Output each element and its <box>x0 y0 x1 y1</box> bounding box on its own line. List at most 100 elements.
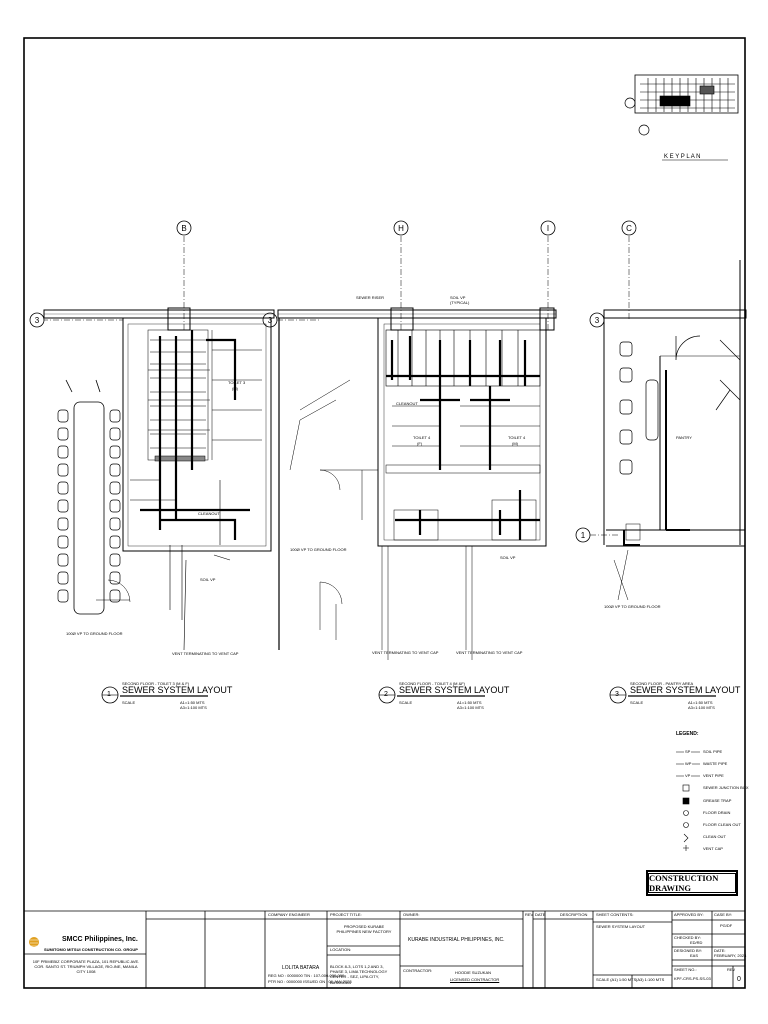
location-header: LOCATION: <box>330 947 352 952</box>
engineer-ptr-no: PTR NO : 0000000 ISSUED ON : 00 JAN 2023 <box>268 979 352 984</box>
view2-title: SEWER SYSTEM LAYOUT <box>399 685 510 695</box>
legend-item-floor-drain: FLOOR DRAIN <box>703 810 731 815</box>
legend-title: LEGEND: <box>676 731 699 737</box>
approved-by-header: APPROVED BY: <box>674 912 704 917</box>
legend-symbols <box>676 751 700 851</box>
plan2-toilet4m-label: TOILET 4 <box>508 435 526 440</box>
grid-bubble-3-a: 3 <box>35 316 40 325</box>
plan2-soil-vp-label-b: SOIL VP <box>500 555 516 560</box>
plan2-soil-vp-label: SOIL VP <box>450 295 466 300</box>
plan2-toilet4m-sub: (M) <box>512 441 518 446</box>
view1-scale-label: SCALE <box>122 700 136 705</box>
plan2-typical-label: (TYPICAL) <box>450 300 470 305</box>
plan1-toilet3-label: TOILET 3 <box>228 380 246 385</box>
plan3-pantry-label: PANTRY <box>676 435 692 440</box>
grid-bubble-3-b: 3 <box>268 316 273 325</box>
key-plan: K E Y P L A N <box>624 74 739 161</box>
grid-bubble-h: H <box>398 224 404 233</box>
checked-by-header: CHECKED BY: <box>674 935 701 940</box>
legend-sym-wp: WP <box>684 761 693 766</box>
owner-name: KURABE INDUSTRIAL PHILIPPINES, INC. <box>408 937 505 943</box>
sheet-contents-header: SHEET CONTENTS: <box>596 912 634 917</box>
view2-scale-a1: A1=1:50 MTS <box>457 700 482 705</box>
legend-item-grease-trap: GREASE TRAP <box>703 798 732 803</box>
legend-item-clean-out: CLEAN OUT <box>703 834 726 839</box>
plan2-toilet4f-sub: (F) <box>417 441 423 446</box>
legend-item-soil-pipe: SOIL PIPE <box>703 749 723 754</box>
legend-item-vent-pipe: VENT PIPE <box>703 773 724 778</box>
plan2-down-label: 100Ø VP TO GROUND FLOOR <box>290 547 347 552</box>
view3-title-small: SECOND FLOOR - PANTRY AREA <box>630 681 694 686</box>
view1-title-small: SECOND FLOOR - TOILET 3 (M & F) <box>122 681 190 686</box>
scale-a1: SCALE (A1) 1:50 MTS <box>596 977 637 982</box>
view2-title-small: SECOND FLOOR - TOILET 4 (M &F) <box>399 681 466 686</box>
grid-bubble-1: 1 <box>581 531 586 540</box>
rev-header: REV <box>525 912 534 917</box>
plan1-down-label: 100Ø VP TO GROUND FLOOR <box>66 631 123 636</box>
smcc-logo <box>29 937 39 947</box>
legend-item-waste-pipe: WASTE PIPE <box>703 761 728 766</box>
sheet-contents: SEWER SYSTEM LAYOUT <box>596 924 646 929</box>
sheet-no-header: SHEET NO.: <box>674 967 697 972</box>
plan1-vent-label: VENT TERMINATING TO VENT CAP <box>172 651 239 656</box>
view3-scale-a1: A1=1:50 MTS <box>688 700 713 705</box>
view1-scale-a3: A3=1:100 MTS <box>180 705 207 710</box>
legend-item-sewer-junction-box: SEWER JUNCTION BOX <box>703 785 749 790</box>
rev-no-value: 0 <box>737 976 741 983</box>
plan2-cleanout-label: CLEANOUT <box>396 401 418 406</box>
legend-item-vent-cap: VENT CAP <box>703 846 723 851</box>
view3-scale-label: SCALE <box>630 700 644 705</box>
contractor-header: CONTRACTOR: <box>403 968 433 973</box>
company-group: SUMITOMO MITSUI CONSTRUCTION CO. GROUP <box>44 947 138 952</box>
view3-title: SEWER SYSTEM LAYOUT <box>630 685 741 695</box>
view1-title: SEWER SYSTEM LAYOUT <box>122 685 233 695</box>
scale-a3: (A3) 1:100 MTS <box>636 977 665 982</box>
view1-number: 1 <box>107 691 111 698</box>
view3-number: 3 <box>615 691 619 698</box>
designed-by-header: DESIGNED BY: <box>674 948 703 953</box>
plan2-vent-label-b: VENT TERMINATING TO VENT CAP <box>456 650 523 655</box>
grid-bubble-c: C <box>626 224 632 233</box>
rev-no-header: REV <box>727 967 736 972</box>
legend-sym-vp: VP <box>684 773 692 778</box>
grid-lines <box>42 236 630 536</box>
engineer-name: LOLITA BATARA <box>282 965 320 971</box>
description-header: DESCRIPTION <box>560 912 588 917</box>
view-titles <box>101 686 716 704</box>
sheet-border <box>23 37 746 989</box>
engineer-reg-no: REG NO : 0000000 TIN : 107-000-000-000 <box>268 973 345 978</box>
company-name: SMCC Philippines, Inc. <box>62 936 138 943</box>
view3-scale-a3: A3=1:100 MTS <box>688 705 715 710</box>
checked-by-value: ED/RD <box>690 940 703 945</box>
sheet-no-value: KPF-CRS-PS-SS-03 <box>674 976 711 981</box>
plan2-vent-label-a: VENT TERMINATING TO VENT CAP <box>372 650 439 655</box>
contractor-sub: LICENSED CONTRACTOR <box>450 977 500 982</box>
company-engineer-header: COMPANY ENGINEER <box>268 912 310 917</box>
plan-view-1 <box>43 307 275 651</box>
plan3-down-label: 100Ø VP TO GROUND FLOOR <box>604 604 661 609</box>
date-header: DATE <box>535 912 546 917</box>
key-plan-label: K E Y P L A N <box>664 154 700 160</box>
legend-item-floor-clean-out: FLOOR CLEAN OUT <box>703 822 741 827</box>
case-by-value: PG/DF <box>720 923 733 928</box>
plan1-soil-vp-label: SOIL VP <box>200 577 216 582</box>
grid-bubble-i: I <box>547 224 549 233</box>
chairs-plan1 <box>57 409 121 603</box>
contractor-name: HOODIE SUZUKAN <box>455 970 492 975</box>
owner-header: OWNER: <box>403 912 420 917</box>
construction-drawing-stamp: CONSTRUCTION DRAWING <box>646 870 738 896</box>
title-block-grid <box>24 910 745 988</box>
grid-bubble-3-c: 3 <box>595 316 600 325</box>
location-text: BLOCK 8-3, LOTS 1,2 AND 3, PHASE 3, LIMA… <box>330 964 388 985</box>
project-title: PROPOSED KURABE PHILIPPINES NEW FACTORY <box>336 924 392 935</box>
date-right-value: FEBRUARY, 2024 <box>714 953 747 958</box>
date-right-header: DATE: <box>714 948 726 953</box>
plan-view-2 <box>277 307 557 660</box>
view1-scale-a1: A1=1:50 MTS <box>180 700 205 705</box>
project-title-header: PROJECT TITLE: <box>330 912 362 917</box>
case-by-header: CASE BY: <box>714 912 733 917</box>
legend-sym-sp: SP <box>684 749 692 754</box>
grid-bubble-b: B <box>181 224 186 233</box>
plan2-sewer-riser-label: SEWER RISER <box>356 295 385 300</box>
plan1-cleanout-label: CLEANOUT <box>198 511 220 516</box>
